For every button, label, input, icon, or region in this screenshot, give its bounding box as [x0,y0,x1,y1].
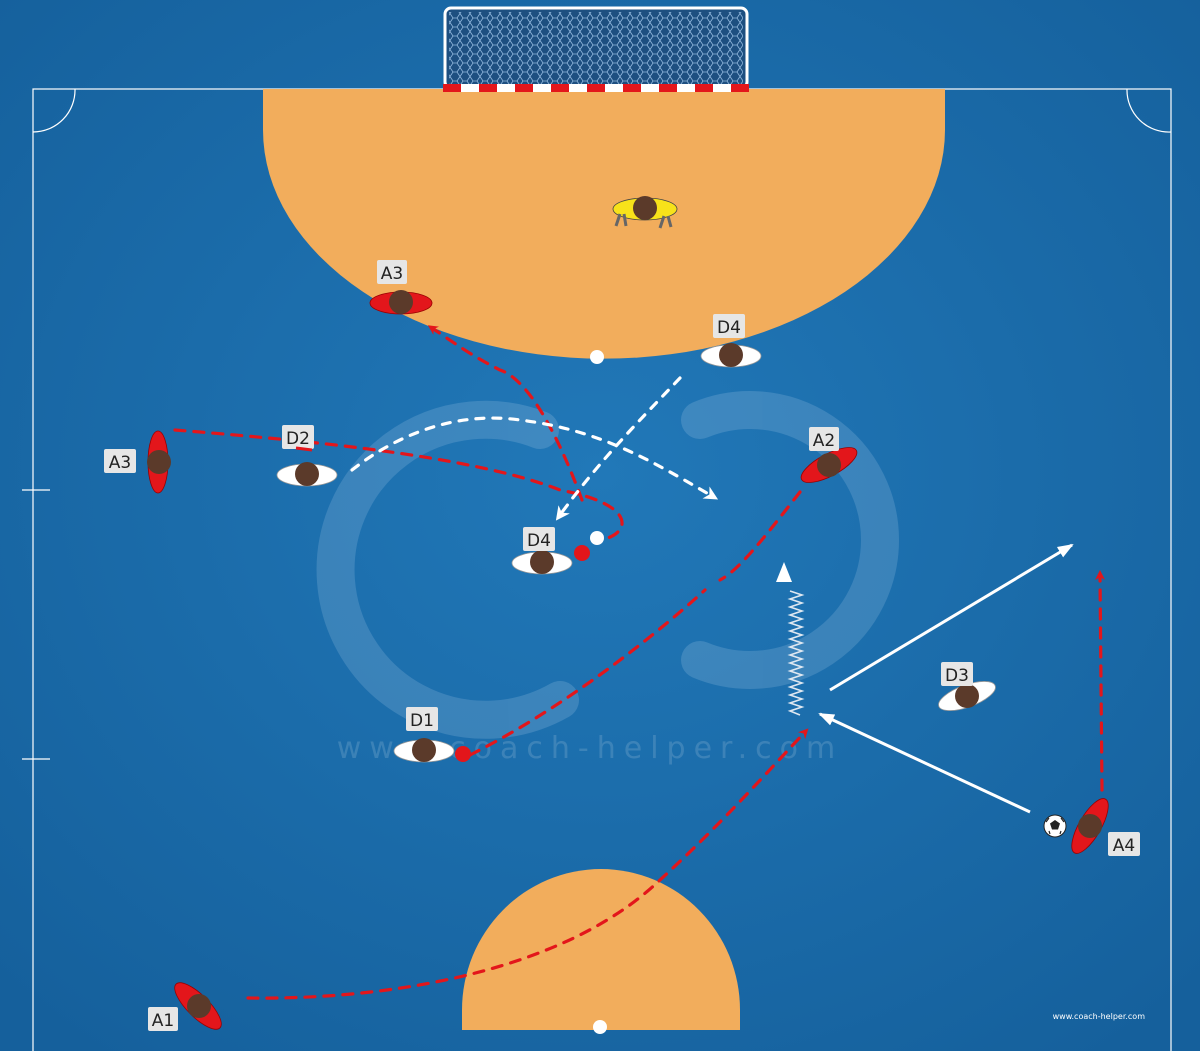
svg-text:A2: A2 [813,431,835,451]
svg-text:A4: A4 [1113,836,1135,856]
svg-text:D3: D3 [945,666,969,686]
penalty-area-bottom [462,869,740,1030]
svg-text:D2: D2 [286,429,310,449]
ball-icon [1043,814,1067,838]
penalty-spot-top [590,350,604,364]
player-a1[interactable] [168,976,227,1035]
label-a3-left: A3 [104,449,136,473]
marker-red-1 [574,545,590,561]
corner-arc-left [32,88,76,133]
goal [443,6,749,92]
player-a2[interactable] [796,441,861,490]
d2-run-path [350,416,719,500]
label-d2: D2 [282,425,314,449]
label-d4-top: D4 [713,314,745,338]
penalty-area-top [263,89,945,359]
player-a3-top[interactable] [369,290,433,315]
label-d1: D1 [406,707,438,731]
svg-text:A3: A3 [381,264,403,284]
a1-run-path [246,728,809,1000]
player-d4-top[interactable] [700,343,762,368]
marker-red-2 [455,746,471,762]
label-a2: A2 [809,427,839,451]
d2-label-run-tick [295,446,313,452]
a4-run-path [1095,570,1106,792]
dribble-path [787,590,805,716]
marker-white-1 [590,531,604,545]
corner-arc-right [1126,88,1172,133]
player-a3-left[interactable] [147,430,171,494]
label-d4-mid: D4 [523,527,555,551]
dribble-arrow-icon [776,562,792,582]
penalty-spot-bottom [593,1020,607,1034]
player-d4-mid[interactable] [511,550,573,575]
pass-line-2 [829,543,1074,692]
player-d3[interactable] [935,675,999,716]
d1-run-path [468,588,707,757]
pass-line-1 [818,712,1031,814]
label-a1: A1 [148,1007,178,1031]
label-a3-top: A3 [377,260,407,284]
a3-left-run-path [173,428,624,542]
label-a4: A4 [1108,832,1140,856]
svg-text:D1: D1 [410,711,434,731]
a3-top-run-path [427,325,584,502]
svg-text:D4: D4 [527,531,551,551]
player-d1[interactable] [393,738,455,763]
player-gk[interactable] [612,196,678,229]
svg-text:D4: D4 [717,318,741,338]
svg-text:A1: A1 [152,1011,174,1031]
gk-head [633,196,657,220]
label-d3: D3 [941,662,973,686]
credit-text[interactable]: www.coach-helper.com [1053,1012,1146,1021]
player-a4[interactable] [1065,794,1115,859]
d4-run-path [555,376,682,521]
player-d2[interactable] [276,462,338,487]
svg-text:A3: A3 [109,453,131,473]
